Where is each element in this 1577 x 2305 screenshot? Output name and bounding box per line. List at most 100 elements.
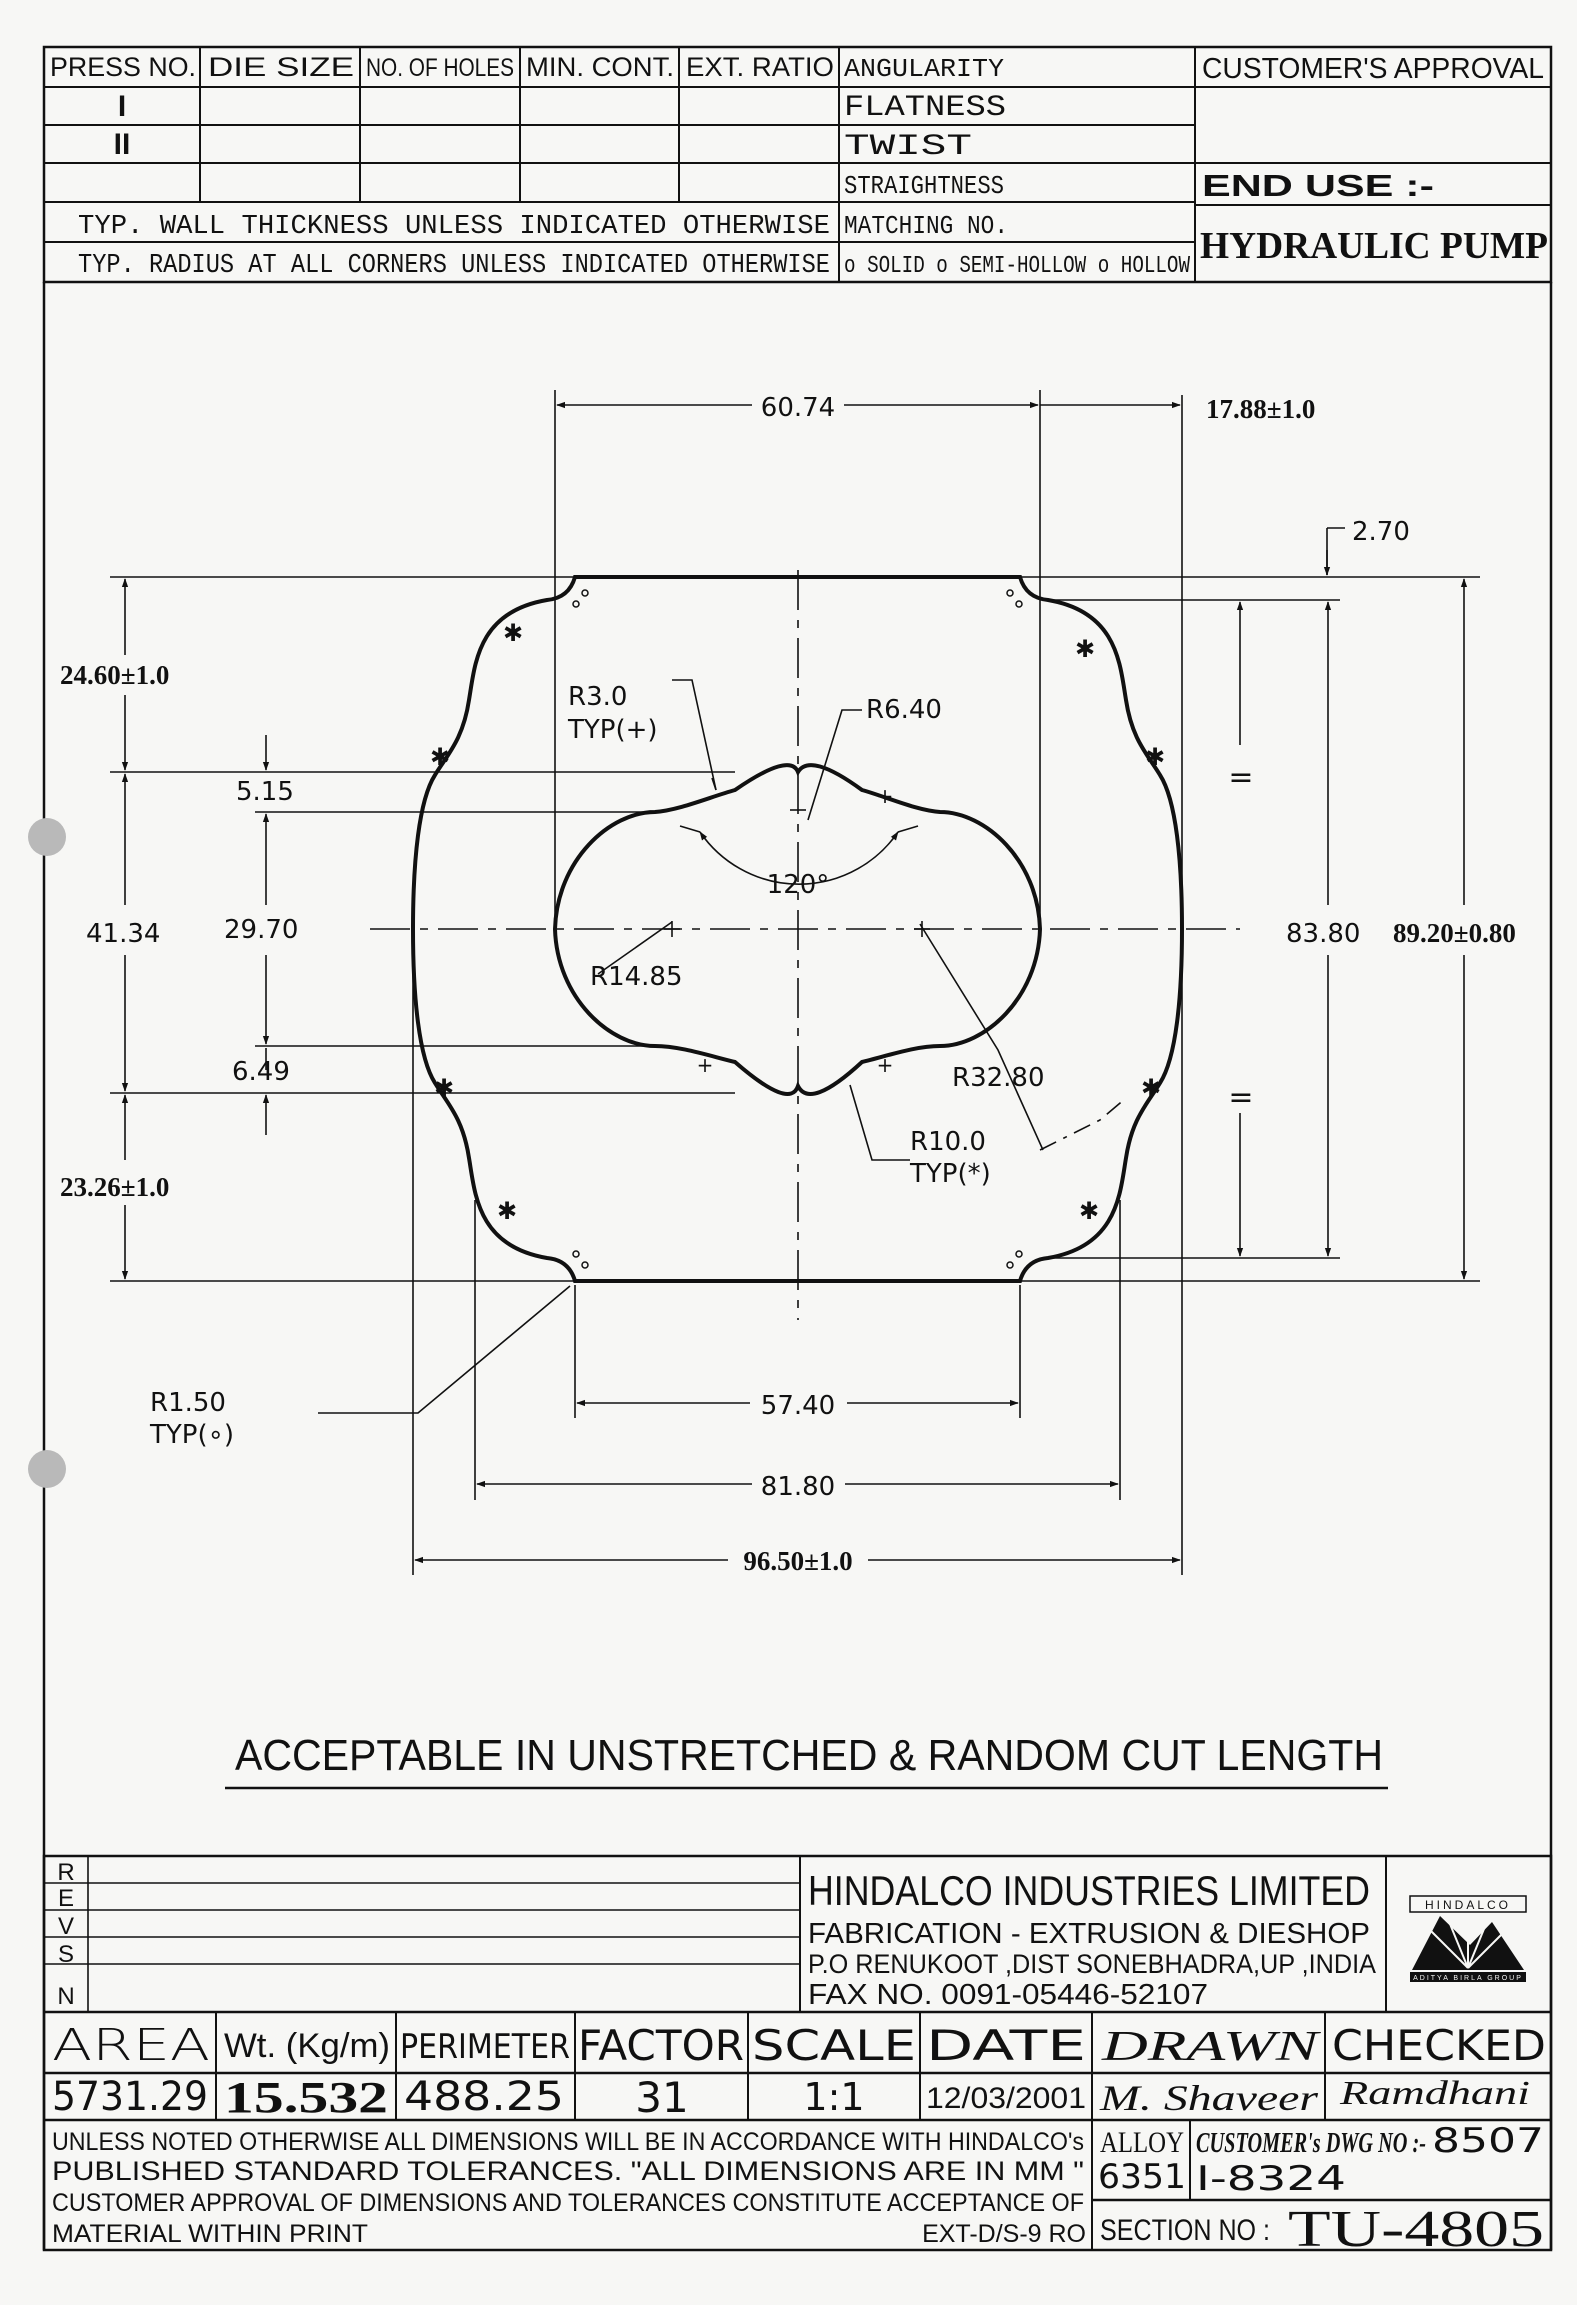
corner-circle: [1006, 1261, 1014, 1269]
perimeter-value: 488.25: [404, 2074, 564, 2120]
r10-0-label: R10.0: [910, 1127, 986, 1157]
dim-81-80: 81.80: [761, 1472, 835, 1502]
wall-thickness-note: TYP. WALL THICKNESS UNLESS INDICATED OTH…: [78, 212, 830, 242]
angularity-label: ANGULARITY: [844, 54, 1004, 84]
profile-drawing: ✱✱ ✱✱ ✱✱ ✱✱ + ++: [60, 390, 1516, 1790]
dim-89-20: 89.20±0.80: [1393, 918, 1516, 948]
area-value: 5731.29: [52, 2074, 208, 2120]
weight-label: Wt. (Kg/m): [224, 2027, 390, 2065]
perimeter-label: PERIMETER: [400, 2027, 570, 2067]
dim-83-80: 83.80: [1286, 919, 1360, 949]
alloy-label: ALLOY: [1100, 2126, 1184, 2159]
ext-code: EXT-D/S-9 RO: [922, 2220, 1086, 2248]
drawn-value: M. Shaveer: [1099, 2078, 1320, 2118]
svg-text:✱: ✱: [497, 1197, 517, 1225]
corner-circle: [1015, 1250, 1023, 1258]
dim-23-26: 23.26±1.0: [60, 1172, 169, 1202]
press-row-1: I: [118, 90, 126, 123]
radius-note: TYP. RADIUS AT ALL CORNERS UNLESS INDICA…: [78, 251, 830, 281]
col-press-no: PRESS NO.: [50, 52, 196, 82]
logo-text: HINDALCO: [1425, 1898, 1511, 1912]
corner-circle: [581, 589, 589, 597]
svg-text:✱: ✱: [434, 1074, 454, 1102]
customer-dwg-label: CUSTOMER's DWG NO :-: [1196, 2128, 1426, 2159]
company-name: HINDALCO INDUSTRIES LIMITED: [808, 1867, 1370, 1914]
date-value: 12/03/2001: [926, 2082, 1086, 2115]
dim-17-88: 17.88±1.0: [1206, 394, 1315, 424]
inner-cavity: [552, 763, 1043, 1096]
acceptance-note: ACCEPTABLE IN UNSTRETCHED & RANDOM CUT L…: [235, 1731, 1383, 1780]
title-block: R E V S N HINDALCO INDUSTRIES LIMITED FA…: [52, 1859, 1546, 2258]
punch-hole-top: [28, 818, 66, 856]
hindalco-logo: HINDALCO ADITYA BIRLA GROUP: [1409, 1895, 1527, 1982]
svg-text:✱: ✱: [1141, 1074, 1161, 1102]
factor-value: 31: [635, 2073, 688, 2122]
equal-mark-top: =: [1228, 760, 1253, 795]
customer-approval-label: CUSTOMER'S APPROVAL: [1202, 53, 1544, 85]
svg-text:✱: ✱: [1075, 635, 1095, 663]
dim-57-40: 57.40: [761, 1391, 835, 1421]
revs-letter-v: V: [58, 1913, 74, 1940]
corner-circle: [1006, 589, 1014, 597]
company-division: FABRICATION - EXTRUSION & DIESHOP: [808, 1918, 1370, 1950]
logo-subtext: ADITYA BIRLA GROUP: [1413, 1975, 1523, 1982]
scale-value: 1:1: [803, 2075, 864, 2119]
header-labels: PRESS NO. DIE SIZE NO. OF HOLES MIN. CON…: [50, 52, 1548, 281]
dim-6-49: 6.49: [232, 1057, 290, 1087]
area-label: AREA: [52, 2020, 210, 2071]
end-use-value: HYDRAULIC PUMP: [1200, 225, 1548, 267]
dim-24-60: 24.60±1.0: [60, 660, 169, 690]
revs-letter-n: N: [57, 1983, 74, 2010]
dim-60-74: 60.74: [761, 393, 835, 423]
dimension-texts: 60.74 17.88±1.0 2.70 24.60±1.0 5.15 41.3…: [60, 393, 1516, 1576]
title-block-grid: [42, 1854, 1553, 2252]
section-no-label: SECTION NO :: [1100, 2214, 1270, 2247]
revs-letter-s: S: [58, 1941, 74, 1968]
r10-0-typ: TYP(*): [909, 1159, 991, 1189]
col-die-size: DIE SIZE: [208, 52, 354, 82]
dim-5-15: 5.15: [236, 777, 294, 807]
svg-text:✱: ✱: [503, 619, 523, 647]
customer-dwg-value-2: I-8324: [1196, 2159, 1346, 2199]
svg-text:+: +: [877, 784, 894, 808]
customer-dwg-value-1: 8507: [1432, 2121, 1544, 2161]
drawn-label: DRAWN: [1100, 2024, 1320, 2070]
r1-50-typ: TYP(∘): [149, 1420, 234, 1450]
scale-label: SCALE: [752, 2021, 916, 2070]
flatness-label: FLATNESS: [844, 91, 1006, 125]
center-marks: [664, 809, 930, 937]
alloy-value: 6351: [1098, 2157, 1186, 2197]
checked-value: Ramdhani: [1339, 2075, 1530, 2112]
equal-mark-bottom: =: [1228, 1080, 1253, 1115]
company-fax: FAX NO. 0091-05446-52107: [808, 1979, 1208, 2011]
notes-line-1: UNLESS NOTED OTHERWISE ALL DIMENSIONS WI…: [52, 2128, 1084, 2156]
date-label: DATE: [926, 2021, 1086, 2070]
r14-85-label: R14.85: [590, 962, 683, 992]
svg-text:+: +: [877, 1053, 894, 1077]
weight-value: 15.532: [224, 2073, 388, 2122]
svg-text:✱: ✱: [1145, 743, 1165, 771]
r6-40-label: R6.40: [866, 695, 942, 725]
svg-text:✱: ✱: [1079, 1197, 1099, 1225]
factor-label: FACTOR: [578, 2021, 744, 2070]
header-border: [42, 45, 1553, 284]
r32-80-label: R32.80: [952, 1063, 1045, 1093]
header-table: [42, 45, 1553, 284]
r3-0-typ: TYP(+): [567, 715, 658, 745]
press-row-2: II: [114, 128, 131, 161]
end-use-label: END USE :-: [1202, 168, 1434, 203]
r3-0-label: R3.0: [568, 682, 627, 712]
radius-markers: ✱✱ ✱✱ ✱✱ ✱✱ + ++: [430, 619, 1165, 1225]
company-address: P.O RENUKOOT ,DIST SONEBHADRA,UP ,INDIA: [808, 1949, 1376, 1979]
matching-no-label: MATCHING NO.: [844, 211, 1008, 241]
twist-label: TWIST: [844, 130, 972, 164]
corner-circle: [1015, 600, 1023, 608]
angle-120: 120°: [767, 870, 830, 900]
notes-line-3: CUSTOMER APPROVAL OF DIMENSIONS AND TOLE…: [52, 2189, 1084, 2217]
revs-letter-r: R: [57, 1859, 74, 1886]
col-no-of-holes: NO. OF HOLES: [366, 54, 514, 82]
straightness-label: STRAIGHTNESS: [844, 171, 1004, 201]
section-no-value: TU-4805: [1288, 2201, 1544, 2258]
dim-2-70: 2.70: [1352, 517, 1410, 547]
